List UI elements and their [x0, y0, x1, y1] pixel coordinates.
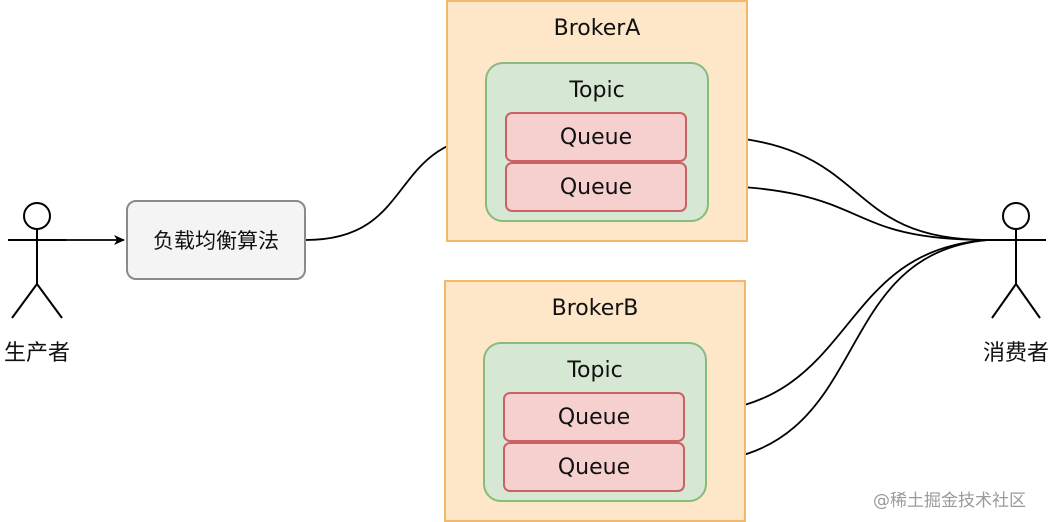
queue-label: Queue: [559, 124, 633, 150]
producer-actor-icon: [8, 202, 66, 319]
load-balancer-box: 负载均衡算法: [126, 200, 306, 280]
load-balancer-label: 负载均衡算法: [153, 229, 279, 253]
broker-b-topic-label: Topic: [567, 358, 623, 383]
producer-label: 生产者: [3, 341, 70, 366]
broker-a-label: BrokerA: [553, 16, 641, 41]
consumer-to-brokerB-queue2-arrow: [683, 239, 989, 468]
broker-a-topic-box: Topic Queue Queue: [485, 62, 709, 222]
queue-label: Queue: [557, 404, 631, 430]
broker-b-label: BrokerB: [551, 296, 639, 321]
broker-b-queue-1: Queue: [503, 392, 685, 442]
consumer-to-brokerA-queue2-arrow: [685, 180, 989, 241]
broker-b-queue-2: Queue: [503, 442, 685, 492]
queue-label: Queue: [557, 454, 631, 480]
consumer-to-brokerA-queue1-arrow: [685, 130, 989, 241]
broker-a-box: BrokerA Topic Queue Queue: [446, 0, 748, 242]
broker-a-queue-2: Queue: [505, 162, 687, 212]
consumer-actor-icon: [988, 202, 1046, 319]
broker-b-box: BrokerB Topic Queue Queue: [444, 280, 746, 522]
queue-label: Queue: [559, 174, 633, 200]
broker-a-topic-label: Topic: [569, 78, 625, 103]
broker-b-topic-box: Topic Queue Queue: [483, 342, 707, 502]
broker-a-queue-1: Queue: [505, 112, 687, 162]
consumer-label: 消费者: [982, 341, 1049, 366]
watermark-text: @稀土掘金技术社区: [873, 491, 1026, 511]
